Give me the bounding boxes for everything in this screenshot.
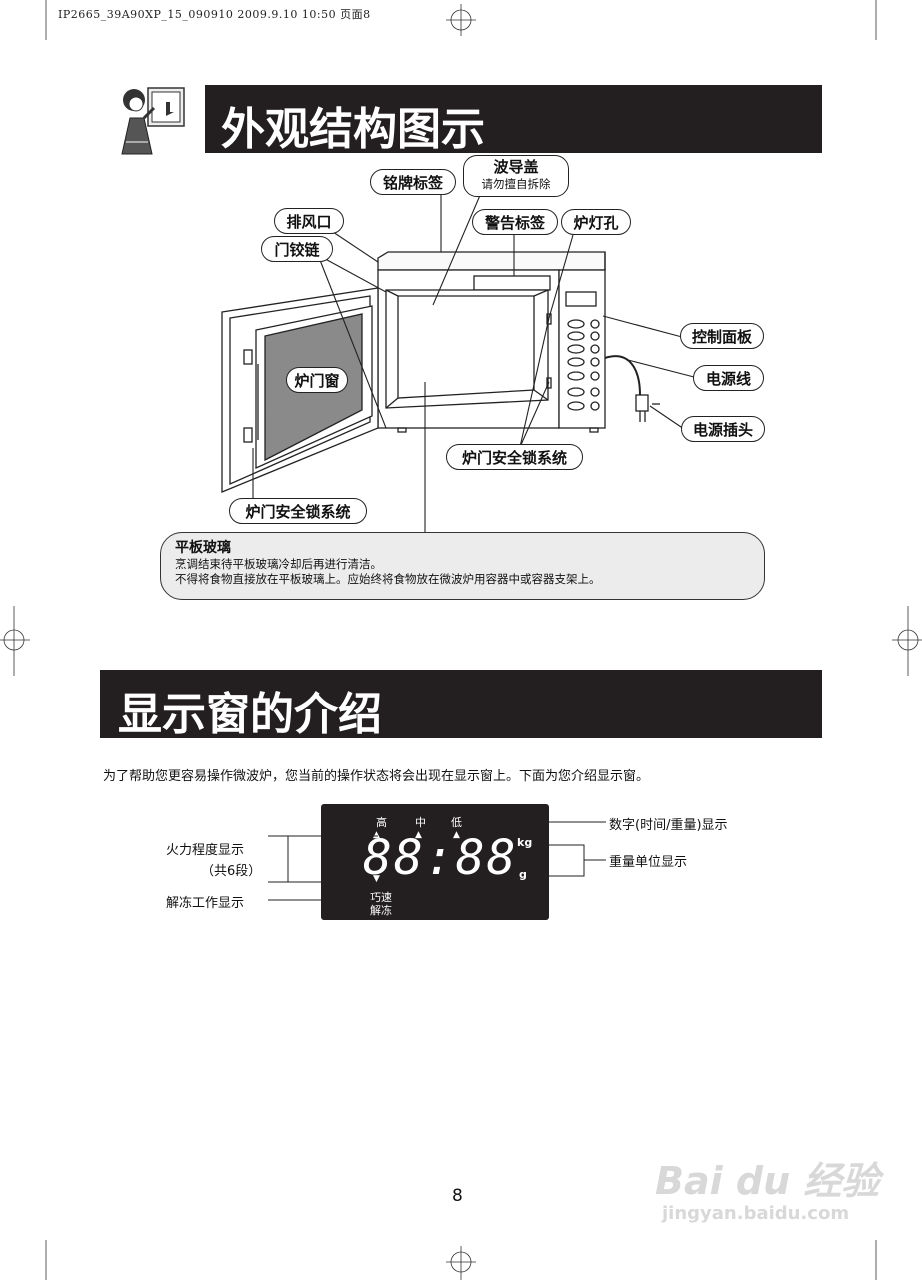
callout-waveguide-cover: 波导盖 请勿擅自拆除 [463, 155, 569, 197]
section-title-display: 显示窗的介绍 [118, 689, 382, 740]
unit-kg: kg [517, 836, 533, 849]
defrost-indicator-icon: ▼ [373, 874, 380, 884]
power-indicator-icon: ▲ [453, 830, 460, 840]
power-level-low: 低 [451, 816, 462, 829]
callout-door-interlock-right: 炉门安全锁系统 [446, 444, 583, 470]
label-weight-unit: 重量单位显示 [609, 855, 688, 870]
display-intro-text: 为了帮助您更容易操作微波炉，您当前的操作状态将会出现在显示窗上。下面为您介绍显示… [103, 769, 650, 784]
power-level-high: 高 [376, 816, 387, 829]
lcd-digits: 88:88 [363, 830, 518, 886]
section-title-bar: 外观结构图示 [205, 85, 822, 155]
callout-warning-label: 警告标签 [472, 209, 558, 235]
label-power-level-note: （共6段） [201, 864, 262, 879]
glass-note-line2: 不得将食物直接放在平板玻璃上。应始终将食物放在微波炉用容器中或容器支架上。 [175, 572, 601, 586]
watermark-url: jingyan.baidu.com [662, 1203, 850, 1224]
callout-power-cord: 电源线 [693, 365, 764, 391]
label-power-level: 火力程度显示 [166, 843, 245, 858]
callout-nameplate: 铭牌标签 [370, 169, 456, 195]
power-level-medium: 中 [415, 816, 426, 829]
power-indicator-icon: ▲ [373, 830, 380, 840]
label-defrost: 解冻工作显示 [166, 896, 245, 911]
print-header: IP2665_39A90XP_15_090910 2009.9.10 10:50… [58, 8, 371, 21]
glass-note-title: 平板玻璃 [175, 540, 231, 556]
callout-power-plug: 电源插头 [681, 416, 765, 442]
section-title: 外观结构图示 [221, 104, 485, 155]
callout-lamp-hole: 炉灯孔 [561, 209, 631, 235]
callout-control-panel: 控制面板 [680, 323, 764, 349]
defrost-label-line2: 解冻 [370, 904, 392, 917]
section-title-bar-display: 显示窗的介绍 [100, 670, 822, 740]
callout-door-interlock-left: 炉门安全锁系统 [229, 498, 367, 524]
unit-g: g [519, 868, 527, 881]
page-number: 8 [452, 1186, 463, 1206]
callout-door-window: 炉门窗 [286, 367, 348, 393]
callout-waveguide-note: 请勿擅自拆除 [481, 177, 551, 191]
glass-note: 平板玻璃 烹调结束待平板玻璃冷却后再进行清洁。 不得将食物直接放在平板玻璃上。应… [160, 532, 765, 600]
lcd-display-panel: 高 中 低 ▲ ▲ ▲ 88:88 ▼ kg g 巧速 解冻 [321, 804, 549, 920]
glass-note-line1: 烹调结束待平板玻璃冷却后再进行清洁。 [175, 557, 382, 571]
mascot-girl-icon [121, 87, 185, 155]
label-digits: 数字(时间/重量)显示 [609, 818, 728, 833]
power-indicator-icon: ▲ [415, 830, 422, 840]
watermark-logo: Bai du 经验 [655, 1159, 880, 1203]
defrost-label-line1: 巧速 [370, 891, 392, 904]
callout-vent: 排风口 [274, 208, 344, 234]
callout-hinge: 门铰链 [261, 236, 333, 262]
callout-waveguide-title: 波导盖 [493, 158, 539, 176]
